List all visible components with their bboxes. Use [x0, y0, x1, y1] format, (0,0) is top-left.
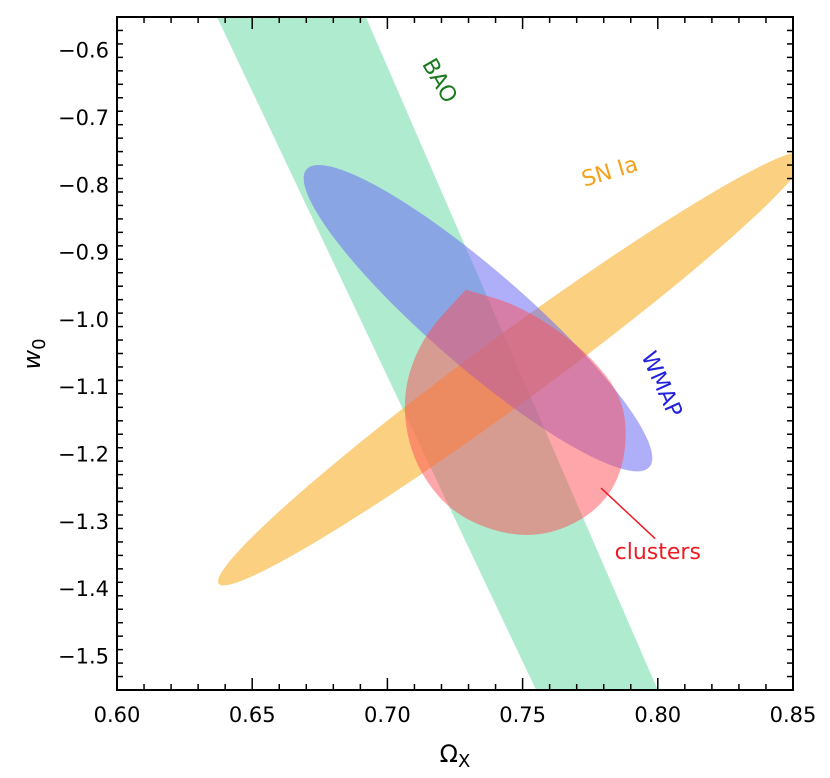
region-clusters	[404, 289, 626, 535]
x-tick-label: 0.80	[634, 703, 681, 727]
annotation-clusters: clusters	[615, 540, 701, 565]
y-tick-label: −0.8	[58, 173, 109, 197]
x-tick-label: 0.60	[94, 703, 141, 727]
y-tick-label: −1.1	[58, 375, 109, 399]
annotation-bao: BAO	[416, 54, 461, 107]
x-tick-label: 0.65	[229, 703, 276, 727]
annotation-sn-ia: SN Ia	[579, 152, 641, 193]
x-axis-label: ΩX	[440, 740, 471, 772]
x-tick-label: 0.75	[499, 703, 546, 727]
y-tick-label: −1.5	[58, 644, 109, 668]
y-tick-label: −0.9	[58, 241, 109, 265]
y-tick-label: −1.3	[58, 510, 109, 534]
y-tick-label: −1.0	[58, 308, 109, 332]
clusters-pointer-line	[600, 487, 656, 540]
y-tick-label: −1.4	[58, 577, 109, 601]
axis-labels: ΩX w0	[18, 338, 470, 771]
annotation-wmap: WMAP	[636, 348, 687, 421]
y-axis-label: w0	[18, 338, 50, 369]
y-tick-label: −1.2	[58, 442, 109, 466]
x-tick-label: 0.85	[770, 703, 817, 727]
axis-ticks	[116, 16, 794, 691]
x-tick-label: 0.70	[364, 703, 411, 727]
y-tick-label: −0.6	[58, 39, 109, 63]
tick-labels: 0.60 0.65 0.70 0.75 0.80 0.85 −0.6 −0.7 −0.8 −0.9…	[58, 39, 816, 727]
y-tick-label: −0.7	[58, 106, 109, 130]
confidence-regions	[217, 17, 793, 690]
